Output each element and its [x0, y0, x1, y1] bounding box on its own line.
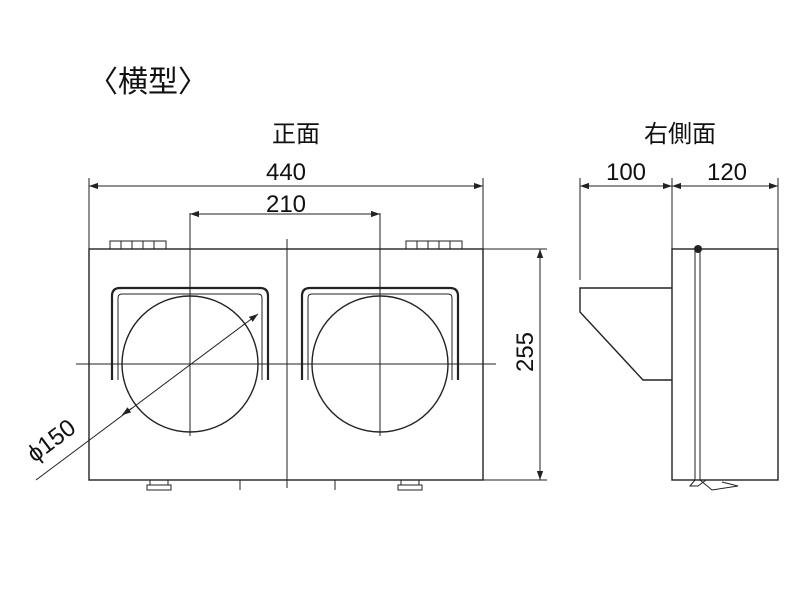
dimension-diameter-label: ϕ150 [22, 414, 81, 468]
dimension-total-width: 440 [88, 159, 484, 249]
bottom-knob-left [146, 479, 172, 491]
side-bottom-bracket [688, 479, 739, 491]
dimension-side-depth: 100 120 [579, 159, 779, 280]
dimension-255-label: 255 [512, 332, 539, 372]
side-body-outline [671, 248, 779, 481]
dimension-210-label: 210 [266, 191, 306, 218]
top-vent-left [109, 240, 167, 250]
side-top-knob [694, 245, 702, 253]
front-view-label: 正面 [272, 121, 320, 148]
dimension-100-label: 100 [606, 159, 646, 186]
side-visor-outline [579, 287, 672, 381]
top-vent-right [405, 240, 463, 250]
side-view-label: 右側面 [644, 121, 716, 148]
bottom-knob-right [397, 479, 423, 491]
dimension-lamp-spacing: 210 [190, 191, 380, 218]
dimension-lamp-diameter: ϕ150 [22, 313, 259, 481]
side-view [579, 245, 779, 491]
dimension-height: 255 [483, 248, 547, 481]
drawing-heading: 〈横型〉 [88, 66, 208, 99]
front-view [76, 213, 496, 491]
dimension-120-label: 120 [707, 159, 747, 186]
dimension-440-label: 440 [266, 159, 306, 186]
